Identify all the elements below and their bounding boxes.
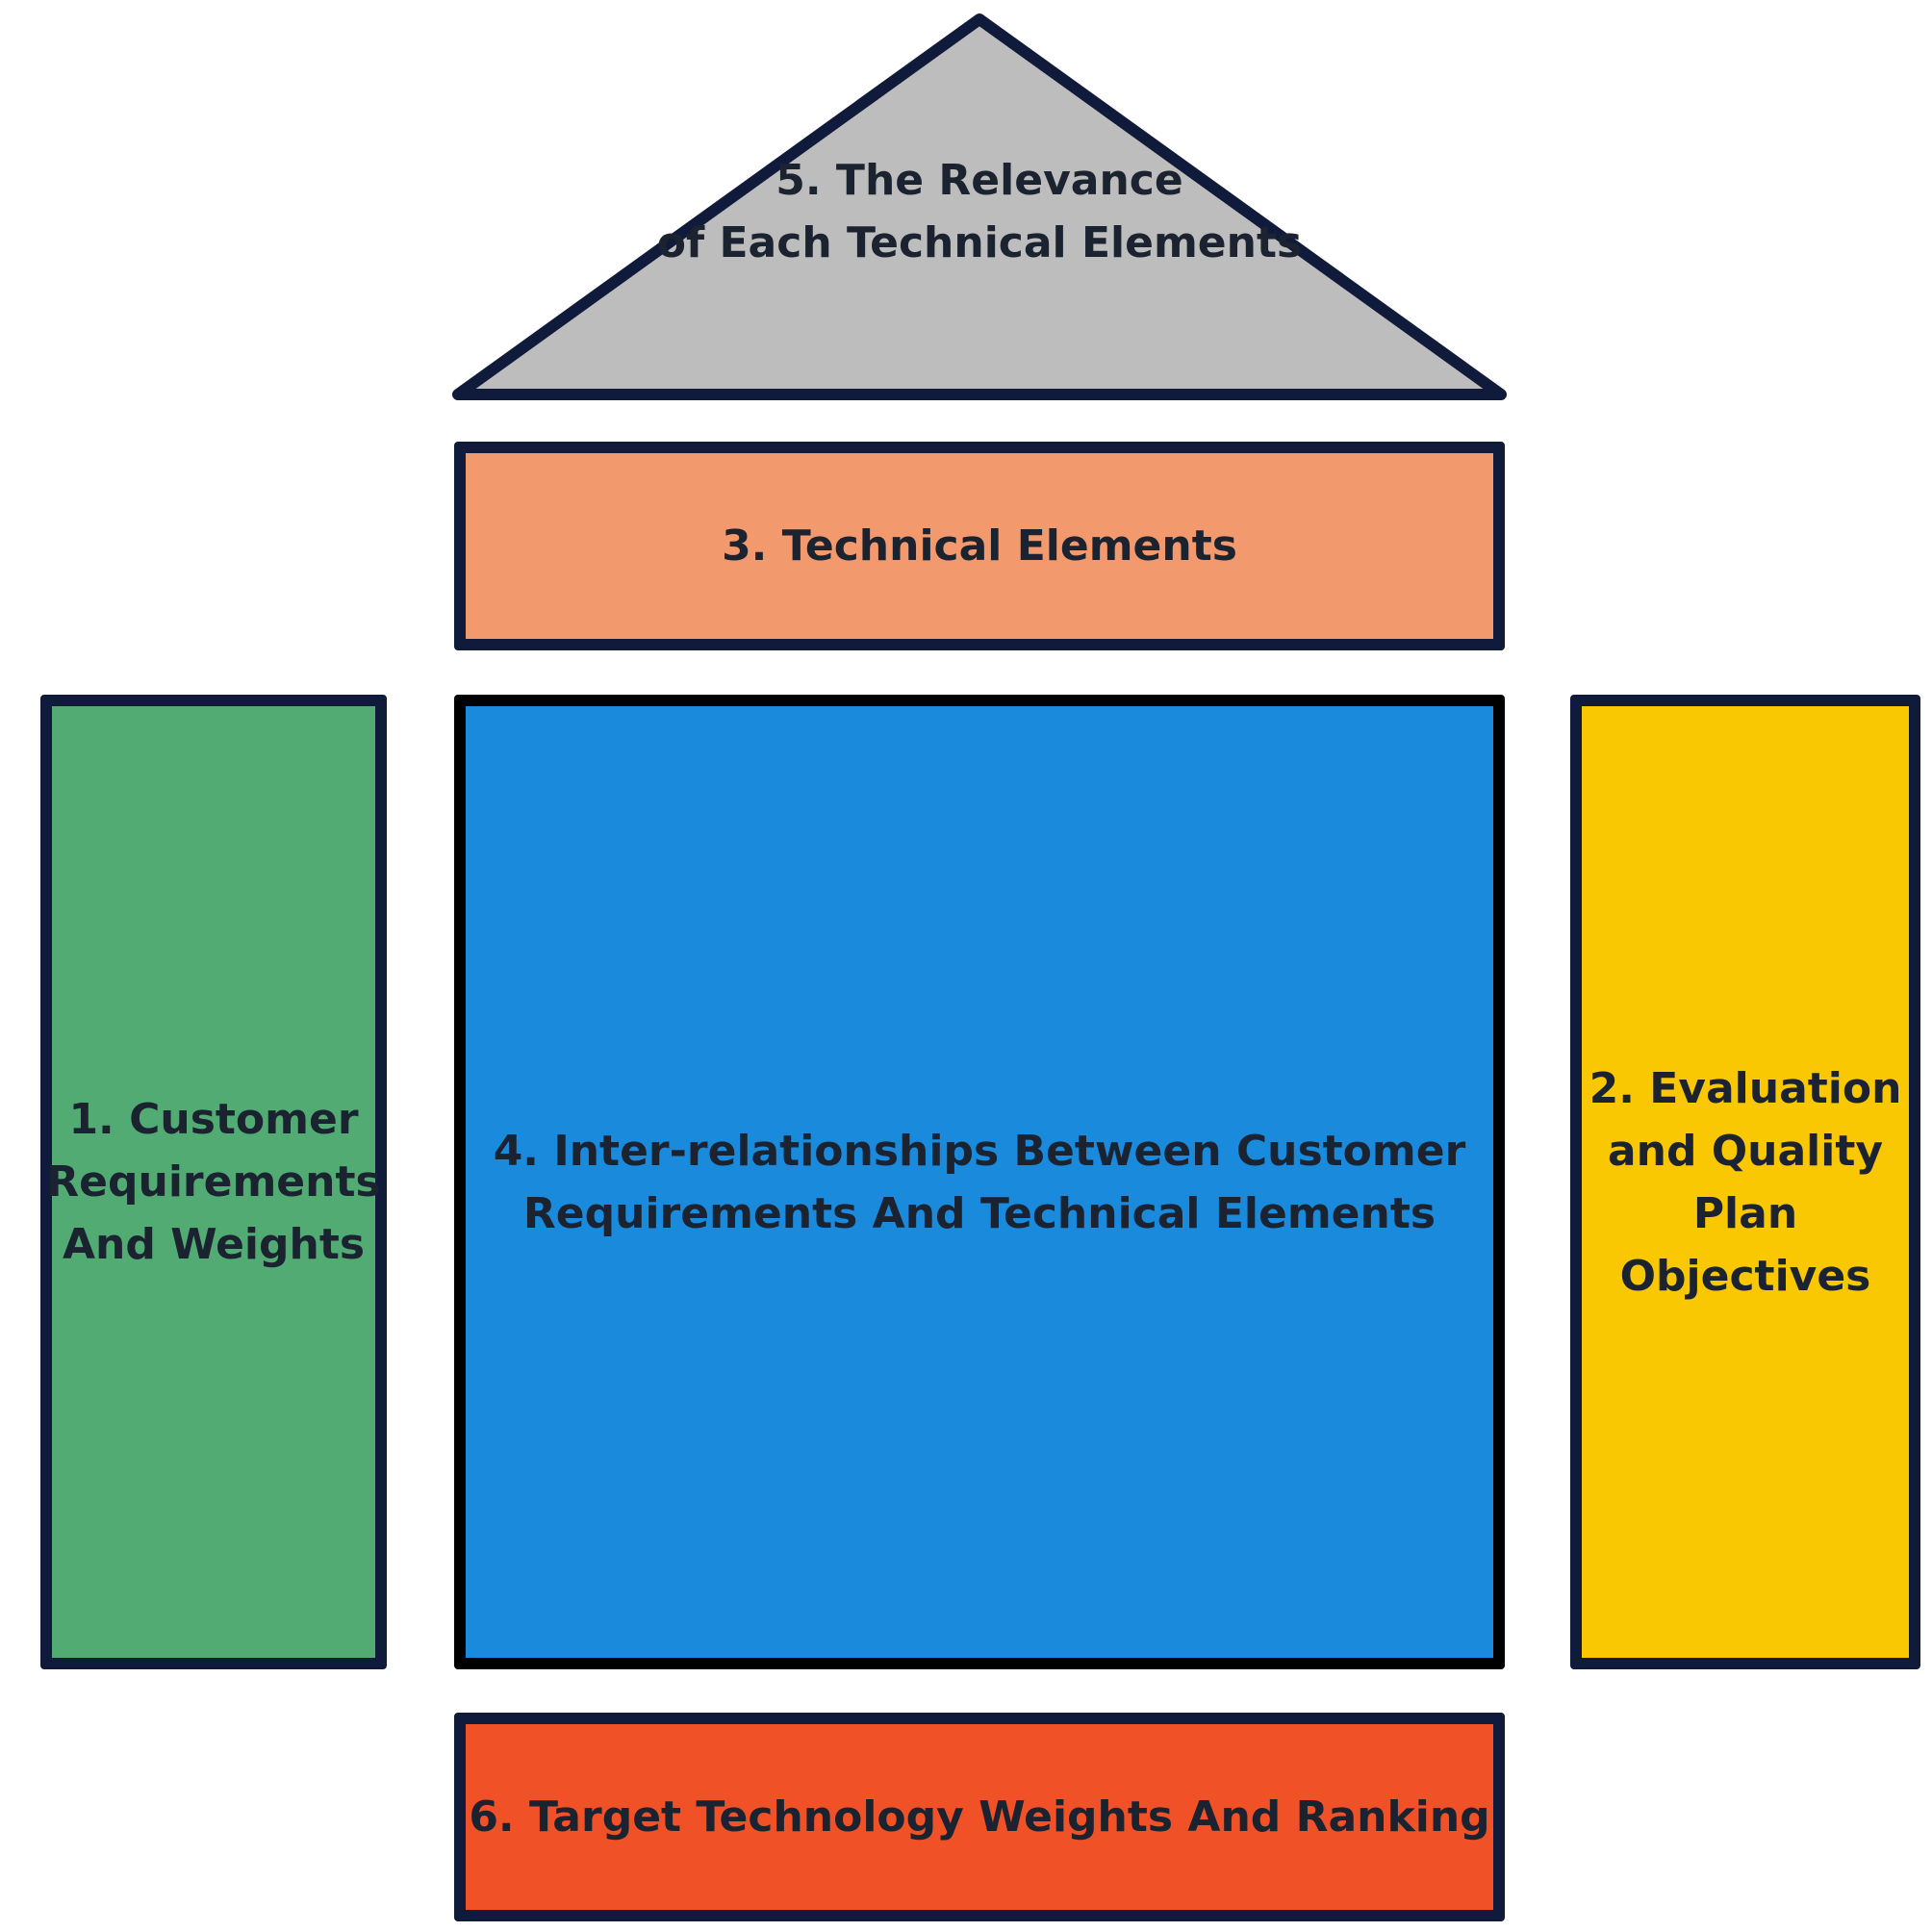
- evaluation-label: 2. Evaluation and Quality Plan Objective…: [1589, 1063, 1902, 1301]
- customer-requirements-box: 1. Customer Requirements And Weights: [40, 695, 387, 1669]
- target-weights-box: 6. Target Technology Weights And Ranking: [454, 1713, 1505, 1921]
- evaluation-box: 2. Evaluation and Quality Plan Objective…: [1570, 695, 1920, 1669]
- roof-shape: [452, 13, 1507, 400]
- customer-requirements-label: 1. Customer Requirements And Weights: [46, 1095, 381, 1269]
- inter-relationships-label: 4. Inter-relationships Between Customer …: [493, 1126, 1466, 1238]
- roof-label: 5. The Relevance of Each Technical Eleme…: [656, 156, 1303, 267]
- target-weights-label: 6. Target Technology Weights And Ranking: [469, 1792, 1490, 1842]
- inter-relationships-box: 4. Inter-relationships Between Customer …: [454, 695, 1505, 1669]
- technical-elements-label: 3. Technical Elements: [722, 521, 1237, 571]
- technical-elements-box: 3. Technical Elements: [454, 442, 1505, 650]
